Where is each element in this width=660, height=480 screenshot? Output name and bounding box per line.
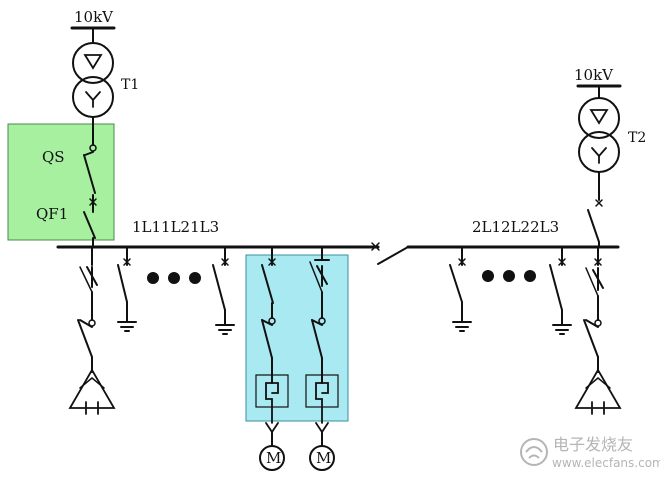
t1-voltage-label: 10kV <box>74 8 114 26</box>
t1-name-label: T1 <box>121 77 139 93</box>
qs-label: QS <box>42 148 65 166</box>
right-feeder-ellipsis <box>482 270 536 282</box>
incoming-switch-zone <box>7 123 115 241</box>
left-earthing-feeder-1 <box>117 246 137 332</box>
right-capacitor-feeder <box>574 246 622 415</box>
t2-name-label: T2 <box>628 130 646 146</box>
left-earthing-feeder-2 <box>212 246 235 335</box>
motor-feeder-zone <box>245 254 349 422</box>
watermark: 电子发烧友 www.elecfans.com <box>520 435 660 470</box>
motor-feeder-1 <box>255 246 289 471</box>
watermark-name: 电子发烧友 <box>553 435 633 454</box>
t2-transformer <box>576 84 622 248</box>
left-feeder-ellipsis <box>147 272 201 284</box>
motor-feeder-2 <box>305 246 339 471</box>
motor-1-label: M <box>266 449 281 467</box>
right-earthing-feeder-1 <box>449 246 472 332</box>
t1-transformer <box>70 26 116 146</box>
bus-tie-switch <box>371 242 409 265</box>
watermark-url: www.elecfans.com <box>552 456 660 470</box>
qs-disconnector <box>83 144 97 213</box>
qf1-label: QF1 <box>36 205 68 223</box>
left-feeders-label: 1L11L21L3 <box>132 218 219 236</box>
motor-2-label: M <box>316 449 331 467</box>
right-feeders-label: 2L12L22L3 <box>472 218 559 236</box>
watermark-logo-icon <box>520 438 548 466</box>
right-earthing-feeder-2 <box>549 246 572 335</box>
t2-voltage-label: 10kV <box>574 66 614 84</box>
left-capacitor-feeder <box>68 246 116 415</box>
